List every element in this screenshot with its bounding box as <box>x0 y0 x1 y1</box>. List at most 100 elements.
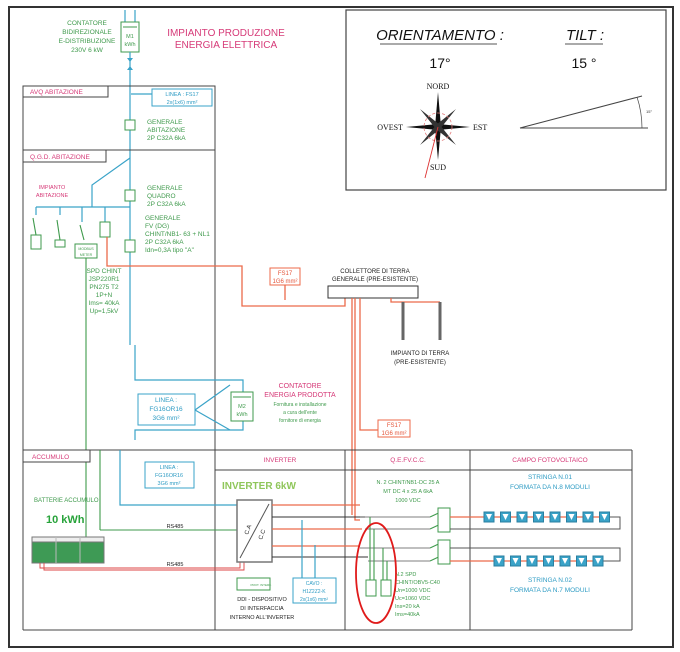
svg-text:3G6 mm²: 3G6 mm² <box>152 415 180 422</box>
svg-text:Uc=1060 VDC: Uc=1060 VDC <box>395 596 430 602</box>
fuse-holders <box>437 507 451 565</box>
generale-fv-label: GENERALE <box>145 215 181 222</box>
svg-text:PN275 T2: PN275 T2 <box>89 284 119 291</box>
earth-rod-icons <box>401 302 442 340</box>
svg-text:Up=1,5kV: Up=1,5kV <box>90 308 119 315</box>
dc-cable-box: CAVO : H1Z2Z2-K 2x(1x6) mm² <box>292 577 337 604</box>
svg-text:BIDIREZIONALE: BIDIREZIONALE <box>62 29 112 36</box>
avq-line-box: LINEA : FS17 2x(1x6) mm² <box>131 88 213 107</box>
svg-text:JSP220R1: JSP220R1 <box>88 276 119 283</box>
svg-text:E-DISTRIBUZIONE: E-DISTRIBUZIONE <box>59 38 116 45</box>
svg-text:Idn=0,3A tipo "A": Idn=0,3A tipo "A" <box>145 247 195 254</box>
battery-pack-icon <box>31 536 105 564</box>
south-label: SUD <box>430 163 446 172</box>
svg-text:230V 6 kW: 230V 6 kW <box>71 47 104 54</box>
svg-text:FORMATA DA N.7 MODULI: FORMATA DA N.7 MODULI <box>510 587 590 594</box>
qefvcc-header: Q.E.FV.C.C. <box>390 457 426 464</box>
impianto-abitazione-label: IMPIANTO <box>39 185 66 191</box>
svg-text:METER: METER <box>80 253 93 257</box>
qefvcc-spd-label: N.2 SPD <box>395 572 416 578</box>
svg-text:QUADRO: QUADRO <box>147 193 176 200</box>
svg-text:SPD CHINT: SPD CHINT <box>86 268 121 275</box>
string1-pv-module-icon <box>500 511 511 523</box>
title-line-2: ENERGIA ELETTRICA <box>175 40 278 51</box>
earth-wire <box>106 237 346 307</box>
spd-chint-label: SPD CHINT JSP220R1 PN275 T2 1P+N Ims= 40… <box>86 268 121 315</box>
svg-text:LINEA :: LINEA : <box>155 397 177 404</box>
battery-capacity: 10 kWh <box>46 514 85 526</box>
svg-text:PROT. INTERF.: PROT. INTERF. <box>250 583 271 587</box>
svg-text:kWh: kWh <box>237 412 248 418</box>
spd-dc-icon <box>365 579 377 597</box>
earth-collector-bar <box>327 285 419 299</box>
svg-text:1G6 mm²: 1G6 mm² <box>381 431 406 437</box>
orientation-label: ORIENTAMENTO : <box>376 27 504 44</box>
tilt-label: TILT : <box>566 27 604 44</box>
title-line-1: IMPIANTO PRODUZIONE <box>167 28 285 39</box>
string2-pv-module-icon <box>559 555 571 567</box>
earth-label: IMPIANTO DI TERRA <box>391 351 449 357</box>
meter1-box: M1 kWh <box>120 21 140 53</box>
battery-label: BATTERIE ACCUMULO <box>34 498 99 504</box>
svg-text:FORMATA DA N.8 MODULI: FORMATA DA N.8 MODULI <box>510 484 590 491</box>
compass-rose-icon <box>406 92 470 179</box>
svg-text:2P C32A 6kA: 2P C32A 6kA <box>145 239 184 246</box>
tilt-angle-icon <box>519 95 648 129</box>
svg-text:2x(1x6) mm²: 2x(1x6) mm² <box>167 100 198 106</box>
svg-text:1000 VDC: 1000 VDC <box>395 498 420 504</box>
svg-text:3G6 mm²: 3G6 mm² <box>158 481 181 487</box>
avq-header: AVQ ABITAZIONE <box>30 89 84 96</box>
svg-text:a cura dell'ente: a cura dell'ente <box>283 410 317 416</box>
tilt-angle-label: 15° <box>646 109 652 114</box>
campo-header: CAMPO FOTOVOLTAICO <box>512 457 587 464</box>
svg-text:1G6 mm²: 1G6 mm² <box>272 279 297 285</box>
avq-breaker-label: GENERALE <box>147 119 183 126</box>
inverter-header: INVERTER <box>264 457 297 464</box>
string1-pv-module-icon <box>483 511 495 523</box>
feeder-breakers <box>30 189 136 253</box>
svg-text:M2: M2 <box>238 404 246 410</box>
fs17-box-b: FS17 1G6 mm² <box>377 419 411 438</box>
rs485-label-2: RS485 <box>167 562 184 568</box>
svg-text:CAVO :: CAVO : <box>306 581 323 587</box>
svg-text:FS17: FS17 <box>278 271 293 277</box>
svg-text:ENERGIA PRODOTTA: ENERGIA PRODOTTA <box>264 392 336 399</box>
string2-pv-module-icon <box>510 555 521 567</box>
meter1-label: CONTATORE BIDIREZIONALE E-DISTRIBUZIONE … <box>59 20 116 54</box>
string1-pv-module-icon <box>533 511 544 523</box>
svg-text:INTERNO ALL'INVERTER: INTERNO ALL'INVERTER <box>230 615 295 621</box>
avq-box <box>22 85 216 151</box>
svg-text:LINEA : FS17: LINEA : FS17 <box>165 92 198 98</box>
string2-pv-module-icon <box>526 555 538 567</box>
inverter-title: INVERTER 6kW <box>222 481 296 492</box>
breaker-icon <box>124 119 136 131</box>
line-fg-box-b: LINEA : FG16OR16 3G6 mm² <box>144 461 195 489</box>
svg-text:1P+N: 1P+N <box>96 292 113 299</box>
qefvcc-breakers-label: N. 2 CHINT/NB1-DC 25 A <box>377 480 440 486</box>
highlight-ellipse <box>355 522 397 624</box>
svg-text:H1Z2Z2-K: H1Z2Z2-K <box>302 589 326 595</box>
string2-pv-module-icon <box>576 555 587 567</box>
svg-text:Ims=40kA: Ims=40kA <box>395 612 420 618</box>
svg-text:2x(1x6) mm²: 2x(1x6) mm² <box>300 597 328 603</box>
string2-pv-module-icon <box>592 555 604 567</box>
svg-text:CONTATORE: CONTATORE <box>67 20 107 27</box>
svg-text:FS17: FS17 <box>387 423 402 429</box>
svg-text:C.C: C.C <box>258 528 267 540</box>
tilt-value: 15 ° <box>571 55 596 71</box>
svg-text:M1: M1 <box>126 34 134 40</box>
meter2-note: Fornitura e installazione <box>273 402 326 408</box>
svg-text:2P C32A 6kA: 2P C32A 6kA <box>147 135 186 142</box>
svg-text:Ins=20 kA: Ins=20 kA <box>395 604 420 610</box>
svg-text:ABITAZIONE: ABITAZIONE <box>36 193 69 199</box>
svg-text:FG16OR16: FG16OR16 <box>155 473 183 479</box>
orientation-panel: ORIENTAMENTO : 17° NORD SUD EST OVEST TI… <box>345 9 667 191</box>
svg-text:CHINT/NB1- 63 + NL1: CHINT/NB1- 63 + NL1 <box>145 231 210 238</box>
string1-label: STRINGA N.01 <box>528 474 572 481</box>
accumulo-header: ACCUMULO <box>32 454 69 461</box>
svg-text:CHINT/OBV5-C40: CHINT/OBV5-C40 <box>395 580 440 586</box>
meter2-title: CONTATORE <box>279 383 322 390</box>
string1-pv-module-icon <box>582 511 594 523</box>
svg-text:kWh: kWh <box>125 42 136 48</box>
svg-text:FV (DG): FV (DG) <box>145 223 169 230</box>
